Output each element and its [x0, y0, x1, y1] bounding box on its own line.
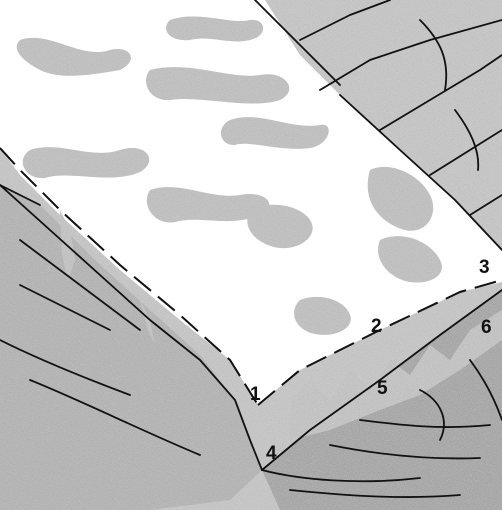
- marker-2: 2: [371, 316, 382, 337]
- marker-4: 4: [266, 443, 277, 464]
- marker-6: 6: [481, 317, 492, 338]
- marker-5: 5: [377, 378, 388, 399]
- marker-3: 3: [479, 257, 490, 278]
- marker-1: 1: [250, 384, 261, 405]
